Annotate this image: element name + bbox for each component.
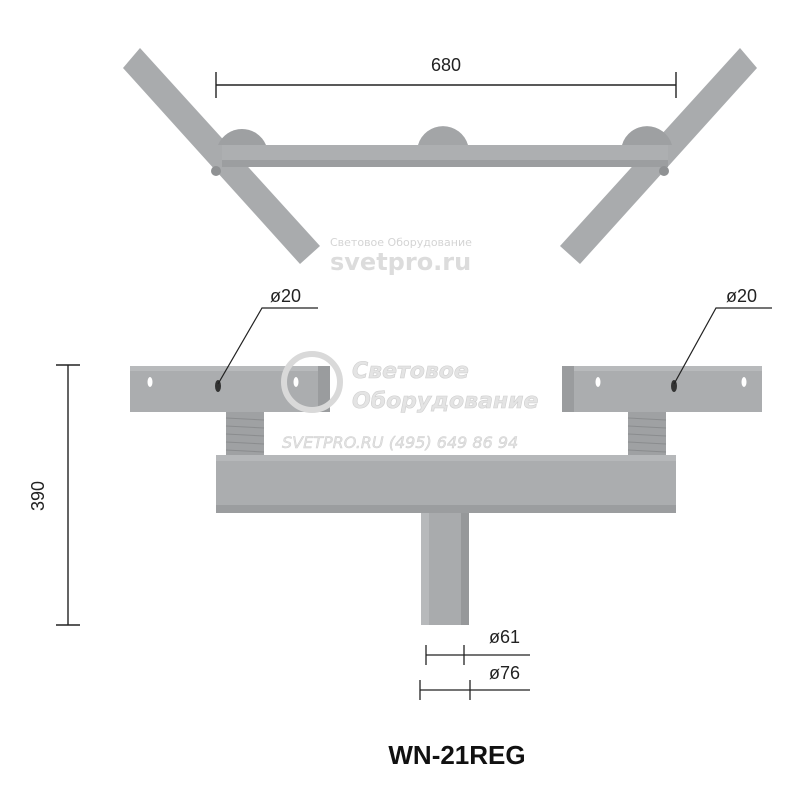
left-angled-arm xyxy=(123,48,320,264)
plate-holes xyxy=(147,377,747,387)
dimension-height: 390 xyxy=(28,364,80,626)
pipe-outer-label: ø76 xyxy=(489,663,520,683)
right-plate-edge xyxy=(562,366,762,371)
watermark-logo-line1: Световое xyxy=(352,359,469,384)
watermark-site-phone: SVETPRO.RU (495) 649 86 94 xyxy=(282,433,518,452)
right-center-hole-icon xyxy=(671,380,677,392)
post-shade xyxy=(461,513,469,625)
hole-right-callout: ø20 xyxy=(673,286,772,385)
model-name: WN-21REG xyxy=(388,740,525,770)
crossbar-top-edge xyxy=(216,455,676,461)
hole-left-callout: ø20 xyxy=(217,286,318,385)
right-mounting-plate xyxy=(562,366,762,412)
dimension-pipe-inner: ø61 xyxy=(425,627,530,665)
hole-right-label: ø20 xyxy=(726,286,757,306)
right-clamp-disc xyxy=(622,126,672,145)
width-dimension-label: 680 xyxy=(431,55,461,75)
hole-left-label: ø20 xyxy=(270,286,301,306)
watermark-logo-icon xyxy=(281,351,343,413)
dimension-width: 680 xyxy=(215,55,677,98)
crossbar-shade xyxy=(222,160,668,167)
dimension-pipe-outer: ø76 xyxy=(419,663,530,700)
front-view xyxy=(130,366,762,625)
post-highlight xyxy=(421,513,429,625)
left-clamp-disc xyxy=(218,129,266,145)
left-bolt-icon xyxy=(211,166,221,176)
left-plate-edge xyxy=(130,366,330,371)
left-center-hole-icon xyxy=(215,380,221,392)
watermark-logo-line2: Оборудование xyxy=(352,389,539,414)
front-crossbar xyxy=(216,455,676,513)
thread-lines xyxy=(225,417,667,453)
watermark-top-big: svetpro.ru xyxy=(330,248,471,276)
right-bolt-icon xyxy=(659,166,669,176)
left-plate-lip xyxy=(318,366,330,412)
pipe-inner-label: ø61 xyxy=(489,627,520,647)
watermark-top-small: Световое Оборудование xyxy=(330,236,472,249)
center-clamp-disc xyxy=(418,126,468,145)
height-dimension-label: 390 xyxy=(28,481,48,511)
watermark-logo: Световое Оборудование SVETPRO.RU (495) 6… xyxy=(281,351,539,452)
top-view xyxy=(123,48,757,264)
crossbar-bottom-edge xyxy=(216,505,676,513)
right-plate-lip xyxy=(562,366,574,412)
